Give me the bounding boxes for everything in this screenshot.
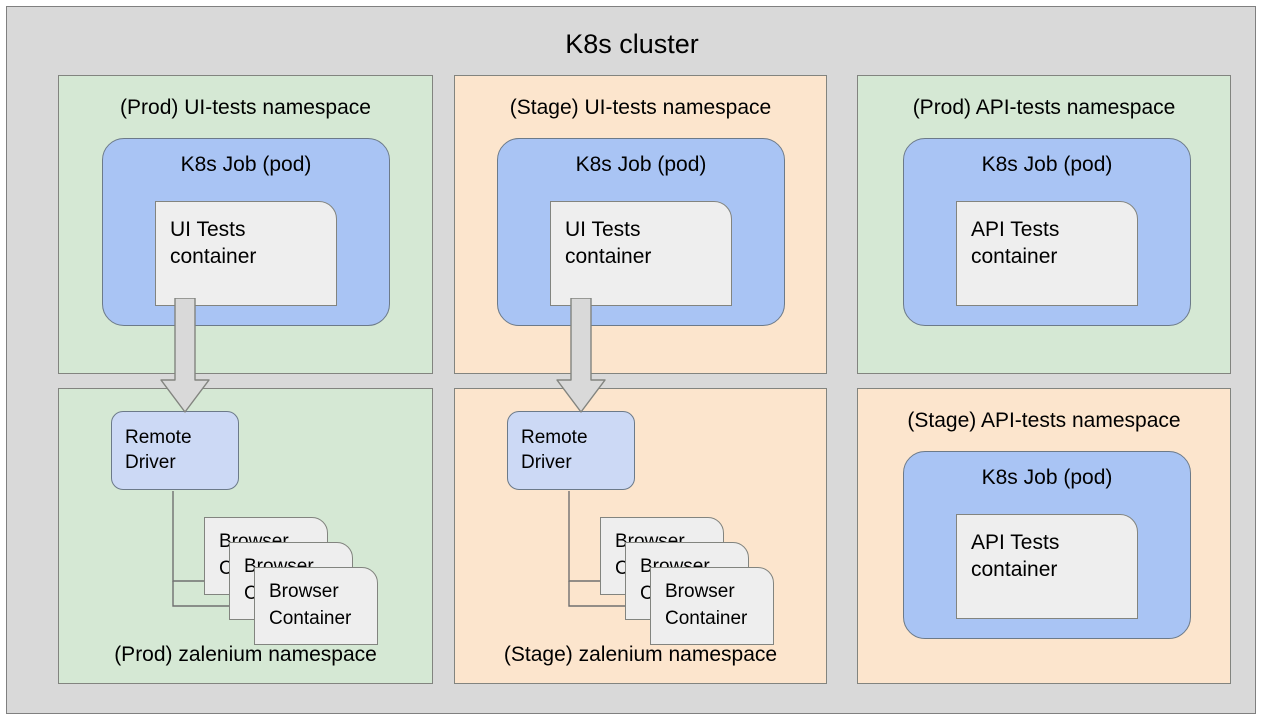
container-api-tests: API Tests container [956, 514, 1138, 619]
browser-container-3: Browser Container [254, 567, 378, 645]
pod-prod-api-tests: K8s Job (pod) API Tests container [903, 138, 1191, 326]
pod-stage-ui-tests: K8s Job (pod) UI Tests container [497, 138, 785, 326]
pod-stage-api-tests: K8s Job (pod) API Tests container [903, 451, 1191, 639]
container-ui-tests: UI Tests container [550, 201, 732, 306]
namespace-title: (Stage) API-tests namespace [907, 409, 1181, 432]
container-ui-tests: UI Tests container [155, 201, 337, 306]
remote-driver-label: Remote Driver [125, 427, 192, 473]
container-label: API Tests container [971, 218, 1060, 268]
remote-driver-label: Remote Driver [521, 427, 588, 473]
browser-container-3: Browser Container [650, 567, 774, 645]
pod-prod-ui-tests: K8s Job (pod) UI Tests container [102, 138, 390, 326]
cluster-title: K8s cluster [565, 29, 699, 59]
flow-arrow-stage-ui-to-driver [555, 298, 607, 414]
namespace-stage-zalenium: (Stage) zalenium namespace Browser Conta… [454, 388, 827, 684]
flow-arrow-prod-ui-to-driver [159, 298, 211, 414]
namespace-prod-zalenium: (Prod) zalenium namespace Browser Contai… [58, 388, 433, 684]
namespace-title: (Stage) UI-tests namespace [509, 96, 772, 119]
namespace-stage-api-tests: (Stage) API-tests namespace K8s Job (pod… [857, 388, 1231, 684]
pod-title: K8s Job (pod) [981, 466, 1113, 489]
namespace-title: (Stage) zalenium namespace [503, 643, 778, 666]
pod-title: K8s Job (pod) [575, 153, 707, 176]
pod-title: K8s Job (pod) [981, 153, 1113, 176]
browser-container-label: Browser Container [665, 581, 748, 629]
namespace-stage-ui-tests: (Stage) UI-tests namespace K8s Job (pod)… [454, 75, 827, 374]
container-label: UI Tests container [170, 218, 257, 268]
remote-driver-stage: Remote Driver [507, 411, 635, 490]
namespace-title: (Prod) zalenium namespace [114, 643, 377, 666]
remote-driver-prod: Remote Driver [111, 411, 239, 490]
browser-container-label: Browser Container [269, 581, 352, 629]
namespace-title: (Prod) UI-tests namespace [120, 96, 371, 119]
namespace-prod-ui-tests: (Prod) UI-tests namespace K8s Job (pod) … [58, 75, 433, 374]
namespace-prod-api-tests: (Prod) API-tests namespace K8s Job (pod)… [857, 75, 1231, 374]
container-label: API Tests container [971, 531, 1060, 581]
pod-title: K8s Job (pod) [180, 153, 312, 176]
container-api-tests: API Tests container [956, 201, 1138, 306]
namespace-title: (Prod) API-tests namespace [912, 96, 1176, 119]
container-label: UI Tests container [565, 218, 652, 268]
